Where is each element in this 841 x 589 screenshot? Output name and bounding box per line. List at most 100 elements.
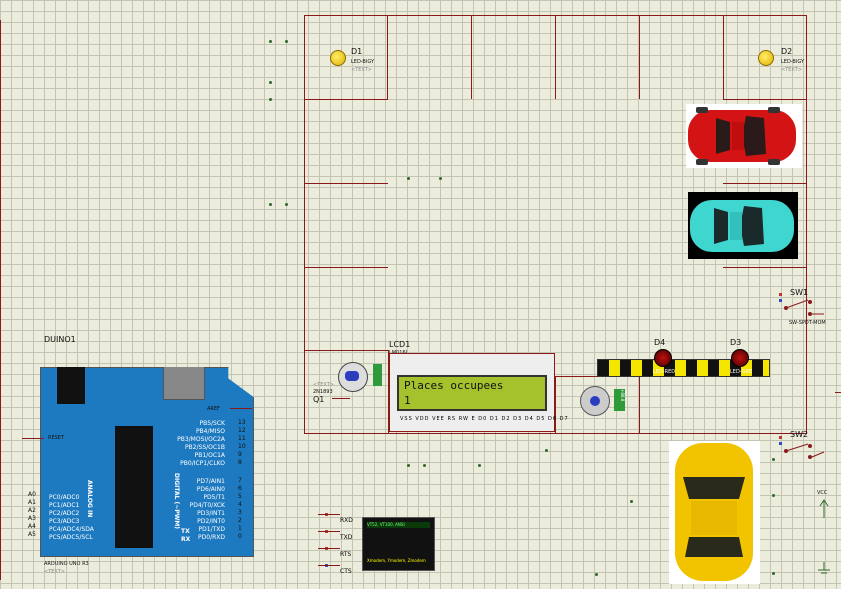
wire <box>318 514 340 515</box>
junction-dot <box>407 464 410 467</box>
q1-symbol <box>332 398 350 399</box>
sw1-part: SW-SPDT-MOM <box>789 320 826 326</box>
arduino-text: <TEXT> <box>44 569 65 575</box>
lcd-screen: Places occupees 1 <box>397 375 547 411</box>
led-d4-icon[interactable] <box>654 349 672 367</box>
q1-part: 2N1893 <box>313 389 333 395</box>
led-d2-icon[interactable] <box>758 50 774 66</box>
junction-dot <box>407 177 410 180</box>
junction-dot <box>269 81 272 84</box>
microcontroller-chip <box>115 426 153 548</box>
virtual-terminal[interactable]: VT52, VT100, ANSI Xmodem, Ymodem, Zmodem <box>362 517 435 571</box>
terminal-pin-labels: RXD TXD RTS CTS <box>340 517 353 575</box>
wire <box>318 531 340 532</box>
parking-divider <box>639 15 640 99</box>
terminal-footer: Xmodem, Ymodem, Zmodem <box>367 558 426 563</box>
pin-marker <box>779 299 782 302</box>
wire <box>0 20 1 580</box>
led-d3-icon[interactable] <box>731 349 749 367</box>
barrier-gate[interactable] <box>597 359 770 377</box>
cyan-car-image[interactable] <box>688 192 798 259</box>
led-d2-ref: D2 <box>781 47 793 56</box>
junction-dot <box>269 40 272 43</box>
yellow-car-image[interactable] <box>669 441 760 584</box>
parking-divider <box>304 267 388 268</box>
q1-ref: Q1 <box>313 395 325 404</box>
lcd-line-2: 1 <box>404 394 411 407</box>
digital-top-pin-labels: PB5/SCK PB4/MISO PB3/MOSI/OC2A PB2/SS/OC… <box>177 420 225 467</box>
wire <box>318 548 340 549</box>
parking-divider <box>471 15 472 99</box>
wire <box>22 438 44 439</box>
lcd-ref: LCD1 <box>389 340 411 349</box>
analog-pin-names: A0 A1 A2 A3 A4 A5 <box>28 491 36 538</box>
vcc-arrow-icon <box>819 499 829 518</box>
junction-dot <box>285 40 288 43</box>
led-d1-part: LED-BIGY <box>351 59 375 65</box>
led-d4-part: LED-RED <box>653 369 676 375</box>
pin-marker <box>779 442 782 445</box>
servo-indicator: +88.8 <box>614 389 625 411</box>
tx-label: TX <box>181 528 190 535</box>
usb-connector <box>163 367 205 400</box>
junction-dot <box>439 177 442 180</box>
terminal-header: VT52, VT100, ANSI <box>367 522 430 528</box>
analog-pin-labels: PC0/ADC0 PC1/ADC1 PC2/ADC2 PC3/ADC3 PC4/… <box>49 494 94 541</box>
sw1-switch-icon[interactable] <box>780 296 825 320</box>
junction-dot <box>772 494 775 497</box>
parking-divider <box>639 376 640 434</box>
junction-dot <box>545 449 548 452</box>
junction-dot <box>630 500 633 503</box>
pin-marker <box>779 436 782 439</box>
sw2-switch-icon[interactable] <box>780 440 825 462</box>
parking-divider <box>723 99 807 100</box>
parking-divider <box>723 267 807 268</box>
parking-divider <box>388 350 389 434</box>
led-d1-text: <TEXT> <box>351 67 372 73</box>
led-d3-part: LED-GRE <box>730 369 753 375</box>
parking-divider <box>723 183 807 184</box>
led-d2-part: LED-BIGY <box>781 59 805 65</box>
arduino-board[interactable]: ANALOG IN DIGITAL (~PWM) PC0/ADC0 PC1/AD… <box>40 367 254 557</box>
parking-divider <box>304 99 388 100</box>
motor-q1-icon[interactable] <box>338 362 368 392</box>
reset-label: RESET <box>48 435 65 441</box>
parking-divider <box>387 15 388 99</box>
sw2-ref: SW2 <box>790 430 809 439</box>
power-jack <box>57 367 85 404</box>
yellow-car-icon <box>675 443 753 581</box>
red-car-image[interactable] <box>686 104 802 168</box>
wire <box>230 408 252 409</box>
arduino-ref: DUINO1 <box>44 335 76 344</box>
lcd-pin-labels: VSS VDD VEE RS RW E D0 D1 D2 D3 D4 D5 D6… <box>400 416 569 422</box>
led-d1-icon[interactable] <box>330 50 346 66</box>
wire <box>318 565 340 566</box>
led-d2-text: <TEXT> <box>781 67 802 73</box>
junction-dot <box>285 203 288 206</box>
parking-divider <box>304 183 388 184</box>
arduino-part: ARDUINO UNO R3 <box>44 561 89 567</box>
aref-label: AREF <box>207 406 220 412</box>
led-d3-ref: D3 <box>730 338 742 347</box>
wire <box>835 392 841 393</box>
cyan-car-icon <box>690 200 794 252</box>
junction-dot <box>478 464 481 467</box>
led-d1-ref: D1 <box>351 47 363 56</box>
junction-dot <box>269 203 272 206</box>
digital-bottom-pin-numbers: 7 6 5 4 3 2 1 0 <box>238 477 242 540</box>
junction-dot <box>772 572 775 575</box>
servo-motor-icon[interactable] <box>580 386 610 416</box>
rx-label: RX <box>181 536 191 543</box>
junction-dot <box>269 98 272 101</box>
vcc-label: VCC <box>817 490 828 496</box>
junction-dot <box>772 458 775 461</box>
junction-dot <box>423 464 426 467</box>
parking-divider <box>304 350 388 351</box>
pin-marker <box>779 293 782 296</box>
analog-in-label: ANALOG IN <box>86 480 93 518</box>
sw1-ref: SW1 <box>790 288 809 297</box>
digital-top-pin-numbers: 13 12 11 10 9 8 <box>238 419 246 466</box>
parking-divider <box>555 376 556 434</box>
motor-indicator <box>373 364 382 386</box>
junction-dot <box>595 573 598 576</box>
